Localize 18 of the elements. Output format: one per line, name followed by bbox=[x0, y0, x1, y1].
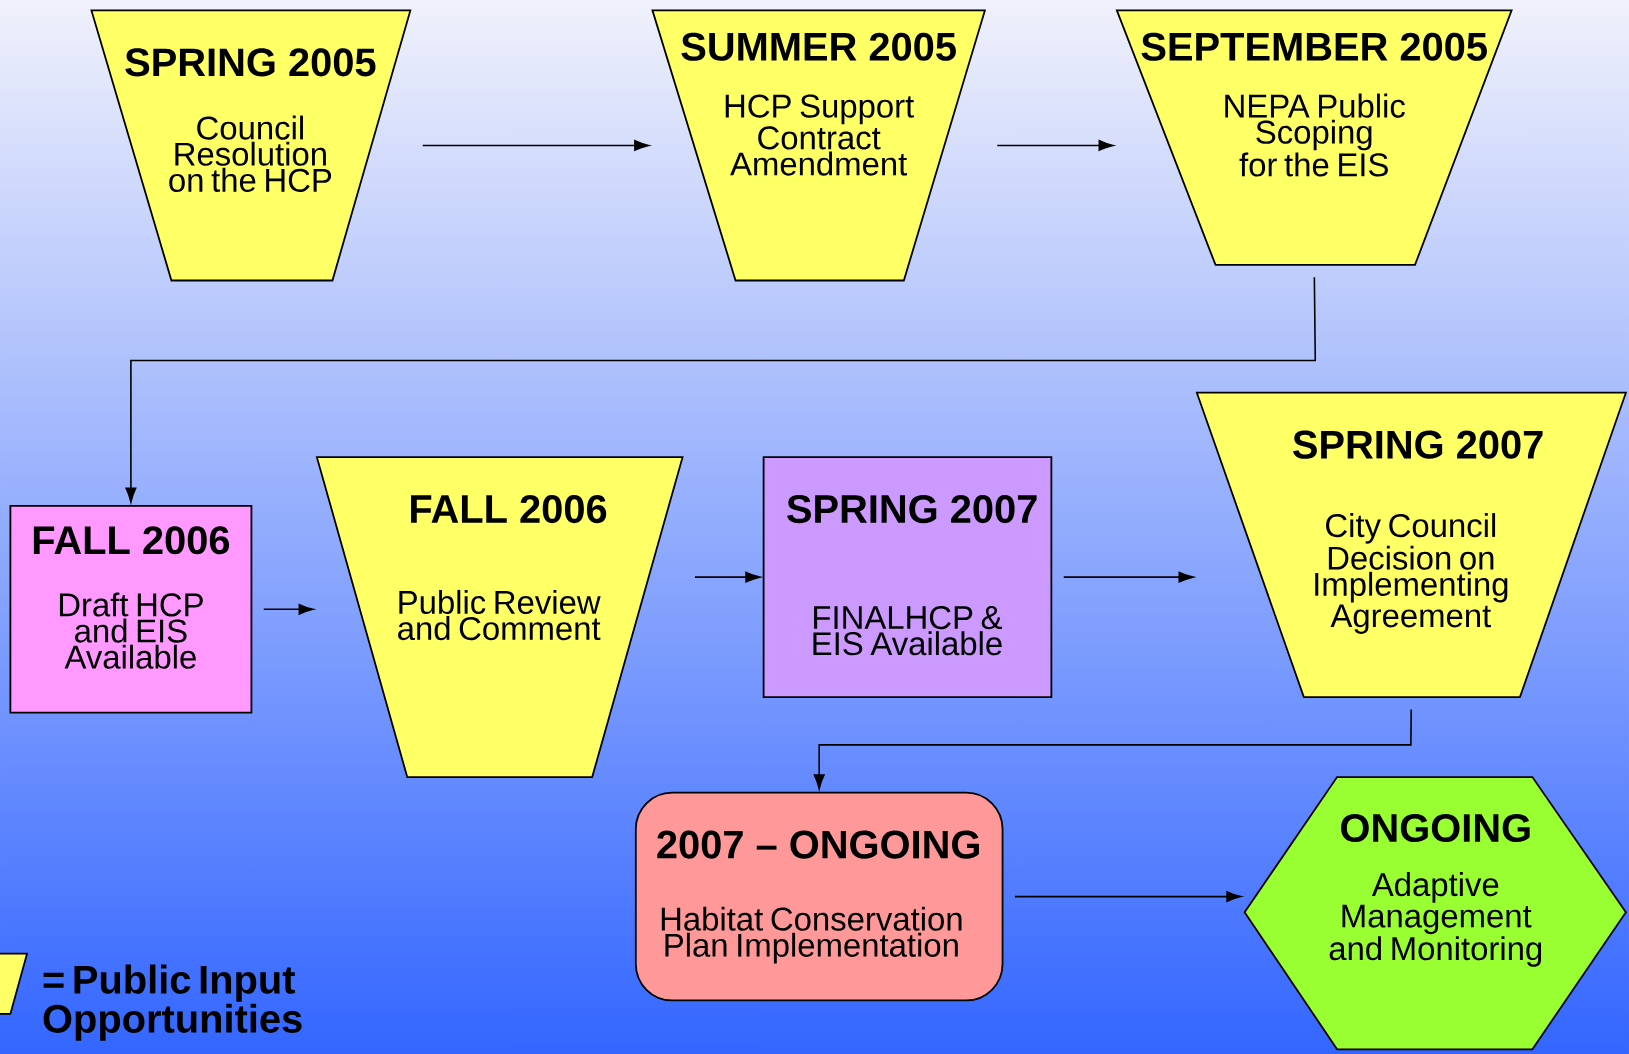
legend-text: = Public Input Opportunities bbox=[43, 964, 302, 1041]
arrow bbox=[125, 276, 1317, 503]
arrow bbox=[694, 571, 761, 583]
process-box: SPRING 2007 FINALHCP & EIS Available bbox=[762, 456, 1053, 698]
arrow bbox=[813, 708, 1413, 790]
rounded-box: 2007 – ONGOING Habitat Conservation Plan Implementation bbox=[634, 791, 1004, 1002]
arrow bbox=[1014, 890, 1242, 902]
process-box: FALL 2006 Draft HCP and EIS Available bbox=[9, 504, 253, 714]
arrow bbox=[996, 139, 1114, 151]
trapezoid-box: SEPTEMBER 2005 NEPA Public Scoping for the EIS bbox=[1115, 9, 1513, 266]
arrow bbox=[1062, 571, 1194, 583]
arrow bbox=[262, 603, 314, 615]
hexagon-box: ONGOING Adaptive Management and Monitoring bbox=[1243, 775, 1627, 1050]
trapezoid-box: SPRING 2005 Council Resolution on the HCP bbox=[90, 9, 412, 282]
trapezoid-box: FALL 2006 Public Review and Comment bbox=[315, 456, 684, 778]
trapezoid-box: SPRING 2007 City Council Decision on Implementing Agreement bbox=[1195, 391, 1628, 698]
trapezoid-box: SUMMER 2005 HCP Support Contract Amendment bbox=[651, 9, 987, 282]
arrow bbox=[421, 139, 650, 151]
